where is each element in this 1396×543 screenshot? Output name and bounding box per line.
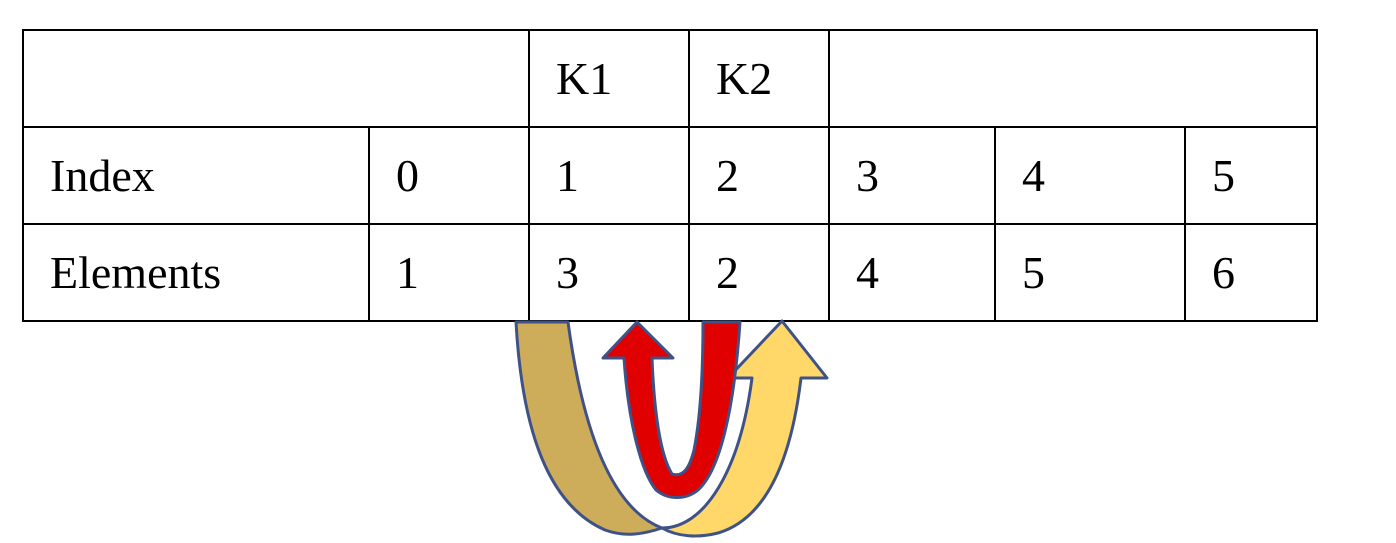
pointer-row-empty-left xyxy=(22,29,530,128)
element-cell: 4 xyxy=(828,223,996,322)
tan-curved-arrow xyxy=(514,320,664,536)
elements-row: Elements 1 3 2 4 5 6 xyxy=(22,223,1319,322)
index-cell: 0 xyxy=(368,126,530,225)
array-table: K1 K2 Index 0 1 2 3 4 5 Elements 1 3 2 4… xyxy=(22,29,1319,322)
pointer-row-empty-right xyxy=(827,29,1319,128)
element-cell: 1 xyxy=(368,223,530,322)
k2-label: K2 xyxy=(688,29,830,128)
elements-row-label: Elements xyxy=(22,223,370,322)
index-row-label: Index xyxy=(22,126,370,225)
element-cell: 6 xyxy=(1183,223,1319,322)
pointer-row: K1 K2 xyxy=(22,29,1319,128)
k1-label: K1 xyxy=(528,29,690,128)
index-cell: 2 xyxy=(688,126,830,225)
index-cell: 3 xyxy=(828,126,996,225)
element-cell: 3 xyxy=(528,223,690,322)
element-cell: 5 xyxy=(994,223,1186,322)
index-row: Index 0 1 2 3 4 5 xyxy=(22,126,1319,225)
index-cell: 1 xyxy=(528,126,690,225)
element-cell: 2 xyxy=(688,223,830,322)
index-cell: 4 xyxy=(994,126,1186,225)
yellow-curved-arrow xyxy=(660,319,829,538)
red-curved-arrow xyxy=(601,320,742,499)
index-cell: 5 xyxy=(1183,126,1319,225)
